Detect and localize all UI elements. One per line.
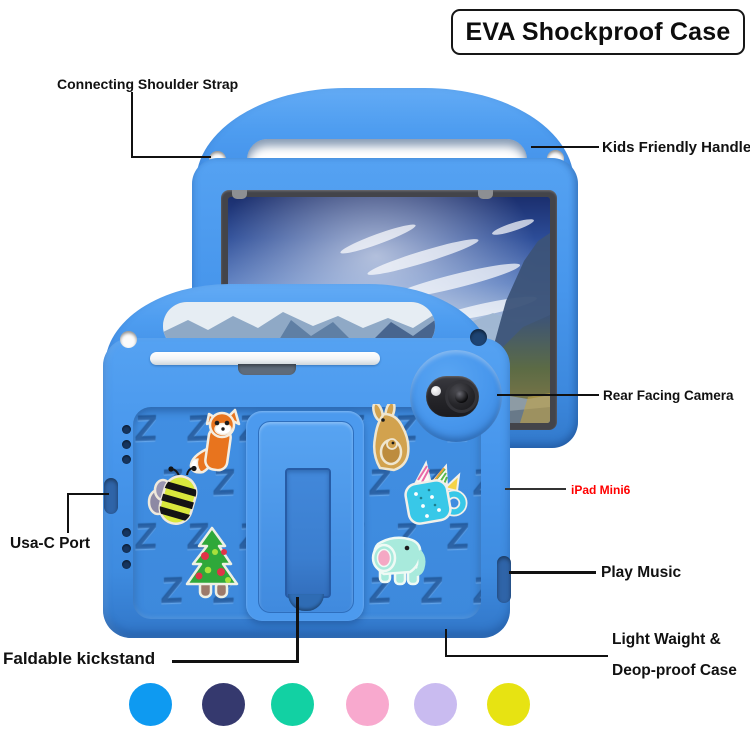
leader-line-usb [67, 493, 109, 495]
strap-hole-left-front [120, 331, 137, 348]
color-swatch-yellow [487, 683, 530, 726]
color-swatch-teal [271, 683, 314, 726]
color-swatch-navy [202, 683, 245, 726]
fox-sticker [189, 408, 241, 474]
label-handle: Kids Friendly Handle [602, 139, 750, 156]
leader-line-kickstand [172, 660, 299, 663]
label-model: iPad Mini6 [571, 483, 631, 497]
strap-hole-right-front [470, 329, 487, 346]
elephant-sticker [371, 536, 426, 586]
label-usb-port: Usa-C Port [10, 535, 91, 552]
z-emboss-glyph: Z [471, 461, 481, 504]
leader-line-shoulder-strap [131, 156, 211, 158]
label-lightweight-2: Deop-proof Case [612, 662, 737, 679]
pencil-slot [238, 364, 296, 375]
camera-lens-icon [445, 380, 478, 413]
label-camera: Rear Facing Camera [603, 388, 734, 403]
z-emboss-glyph: Z [471, 569, 481, 612]
christmas-tree-sticker [185, 526, 239, 599]
leader-line-camera [497, 394, 599, 396]
screen-clip-icon [232, 190, 247, 199]
label-lightweight-1: Light Waight & [612, 631, 721, 648]
title-banner: EVA Shockproof Case [451, 9, 745, 55]
color-swatch-blue [129, 683, 172, 726]
color-swatch-pink [346, 683, 389, 726]
z-emboss-glyph: Z [133, 407, 159, 450]
leader-line-lightweight [445, 655, 608, 657]
stylus-pencil [150, 352, 380, 365]
kickstand-fold [285, 468, 331, 598]
speaker-hole [122, 544, 131, 553]
speaker-hole [122, 455, 131, 464]
label-kickstand: Faldable kickstand [3, 649, 156, 668]
speaker-hole [122, 440, 131, 449]
kangaroo-sticker [372, 404, 410, 472]
speaker-hole [122, 560, 131, 569]
page-title: EVA Shockproof Case [465, 17, 731, 46]
camera-flash-icon [431, 386, 441, 396]
usb-c-port [104, 478, 118, 514]
leader-line-kickstand [296, 597, 299, 662]
speaker-port [497, 556, 511, 603]
label-play-music: Play Music [601, 564, 682, 581]
label-shoulder-strap: Connecting Shoulder Strap [57, 76, 239, 92]
speaker-hole [122, 528, 131, 537]
leader-line-lightweight [445, 629, 447, 657]
speaker-hole [122, 425, 131, 434]
party-cup-sticker [404, 460, 468, 525]
leader-line-usb [67, 493, 69, 533]
leader-line-music [509, 571, 596, 574]
leader-line-model [505, 488, 566, 490]
leader-line-handle [531, 146, 599, 148]
color-swatch-lavender [414, 683, 457, 726]
screen-clip-icon [478, 190, 493, 199]
bee-sticker [147, 466, 200, 525]
leader-line-shoulder-strap [131, 92, 133, 158]
